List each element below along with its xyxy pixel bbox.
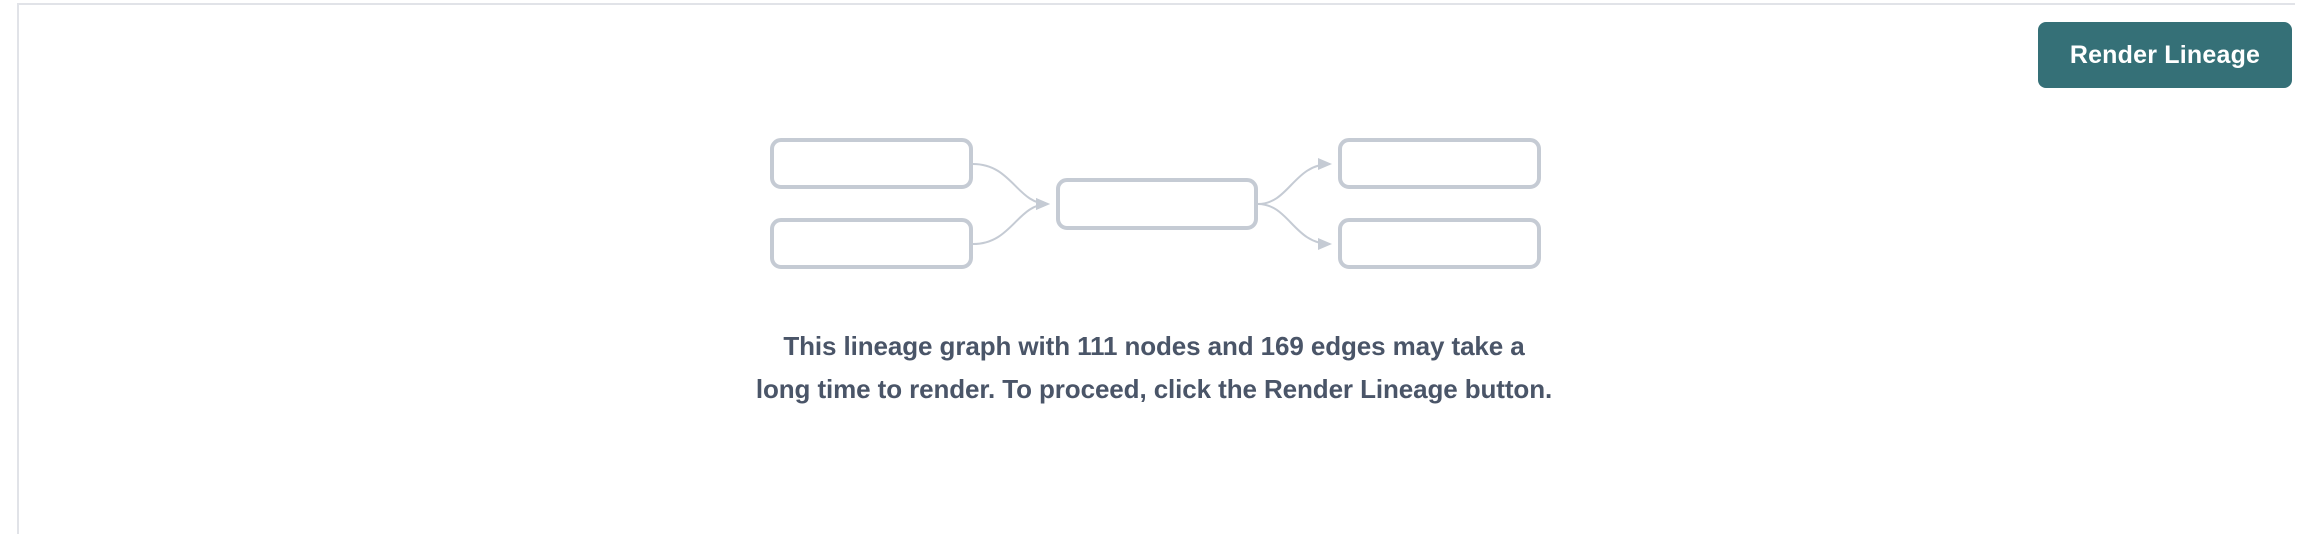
lineage-warning-message: This lineage graph with 111 nodes and 16… bbox=[755, 331, 1553, 404]
panel-left-border bbox=[17, 3, 19, 534]
render-lineage-button[interactable]: Render Lineage bbox=[2038, 22, 2292, 88]
lineage-graph-placeholder-icon bbox=[762, 126, 1552, 286]
panel-top-border bbox=[18, 3, 2295, 5]
